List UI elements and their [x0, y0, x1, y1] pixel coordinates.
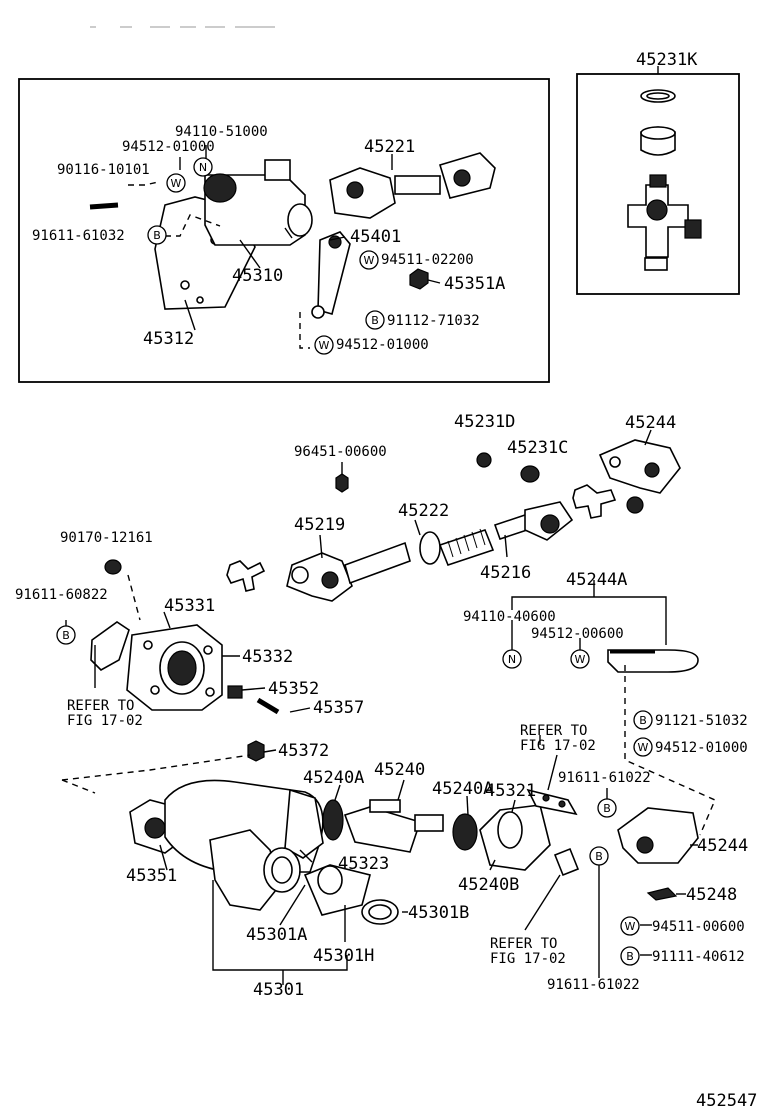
- marker-w-94512-01000-right: W: [633, 737, 653, 757]
- marker-b-91111-40612: B: [620, 946, 640, 966]
- label-91611-61022-b: 91611-61022: [547, 977, 640, 993]
- marker-b-91611-61022-b: B: [589, 846, 609, 866]
- label-45352: 45352: [268, 679, 319, 699]
- label-45240: 45240: [374, 760, 425, 780]
- label-45301: 45301: [253, 980, 304, 1000]
- label-90116-10101: 90116-10101: [57, 162, 150, 178]
- label-45372: 45372: [278, 741, 329, 761]
- label-90170-12161: 90170-12161: [60, 530, 153, 546]
- label-45312: 45312: [143, 329, 194, 349]
- marker-w-94511-00600: W: [620, 916, 640, 936]
- label-94511-02200: 94511-02200: [381, 252, 474, 268]
- svg-text:B: B: [603, 802, 611, 815]
- label-45301B: 45301B: [408, 903, 469, 923]
- label-45240A-right: 45240A: [432, 779, 493, 799]
- marker-b-91611-60822: B: [56, 625, 76, 645]
- label-45332: 45332: [242, 647, 293, 667]
- label-94512-01000-right: 94512-01000: [655, 740, 748, 756]
- label-45310: 45310: [232, 266, 283, 286]
- label-45301H: 45301H: [313, 946, 374, 966]
- label-45240B: 45240B: [458, 875, 519, 895]
- label-91611-61022-a: 91611-61022: [558, 770, 651, 786]
- label-94511-00600: 94511-00600: [652, 919, 745, 935]
- label-45244-top: 45244: [625, 413, 676, 433]
- label-94512-01000-mid: 94512-01000: [336, 337, 429, 353]
- label-45216: 45216: [480, 563, 531, 583]
- svg-text:W: W: [319, 339, 330, 352]
- label-45244A: 45244A: [566, 570, 627, 590]
- label-45219: 45219: [294, 515, 345, 535]
- svg-text:B: B: [62, 629, 70, 642]
- marker-w-94512-01000-top: W: [166, 173, 186, 193]
- svg-text:N: N: [199, 161, 207, 174]
- part-45244A-clamp: [607, 649, 699, 673]
- label-ref1-line1: REFER TO: [67, 698, 134, 714]
- marker-b-91121-51032: B: [633, 710, 653, 730]
- steering-gear-lower-group: [129, 779, 699, 925]
- label-ref2-line2: FIG 17-02: [520, 738, 596, 754]
- label-45231K: 45231K: [636, 50, 698, 70]
- label-45351: 45351: [126, 866, 177, 886]
- marker-b-91112-71032: B: [365, 310, 385, 330]
- label-45321: 45321: [485, 781, 536, 801]
- svg-text:B: B: [371, 314, 379, 327]
- svg-text:B: B: [639, 714, 647, 727]
- label-45231D: 45231D: [454, 412, 515, 432]
- label-94512-00600: 94512-00600: [531, 626, 624, 642]
- label-91111-40612: 91111-40612: [652, 949, 745, 965]
- svg-text:W: W: [364, 254, 375, 267]
- intermediate-shaft-group: [226, 439, 681, 602]
- label-45301A: 45301A: [246, 925, 307, 945]
- label-45244-right: 45244: [697, 836, 748, 856]
- label-96451-00600: 96451-00600: [294, 444, 387, 460]
- part-45231K-group: [627, 89, 702, 271]
- marker-n-94110-51000: N: [193, 157, 213, 177]
- label-45222: 45222: [398, 501, 449, 521]
- svg-text:W: W: [625, 920, 636, 933]
- label-45331: 45331: [164, 596, 215, 616]
- marker-w-94511-02200: W: [359, 250, 379, 270]
- gear-housing-group: [89, 152, 496, 319]
- bracket-45331-group: [90, 559, 280, 762]
- label-45357: 45357: [313, 698, 364, 718]
- label-45240A-left: 45240A: [303, 768, 364, 788]
- svg-text:W: W: [638, 741, 649, 754]
- label-91611-61032: 91611-61032: [32, 228, 125, 244]
- svg-text:B: B: [626, 950, 634, 963]
- label-91112-71032: 91112-71032: [387, 313, 480, 329]
- label-45351A: 45351A: [444, 274, 505, 294]
- marker-b-91611-61022-a: B: [597, 798, 617, 818]
- label-45248: 45248: [686, 885, 737, 905]
- label-94512-01000-top: 94512-01000: [122, 139, 215, 155]
- label-91611-60822: 91611-60822: [15, 587, 108, 603]
- label-45231C: 45231C: [507, 438, 568, 458]
- svg-text:B: B: [595, 850, 603, 863]
- label-ref3-line1: REFER TO: [490, 936, 557, 952]
- svg-text:W: W: [171, 177, 182, 190]
- marker-b-91611-61032: B: [147, 225, 167, 245]
- marker-w-94512-00600: W: [570, 649, 590, 669]
- inset-box-left: [18, 78, 550, 383]
- svg-text:W: W: [575, 653, 586, 666]
- label-91121-51032: 91121-51032: [655, 713, 748, 729]
- label-45221: 45221: [364, 137, 415, 157]
- marker-w-94512-01000-mid: W: [314, 335, 334, 355]
- label-ref2-line1: REFER TO: [520, 723, 587, 739]
- label-94110-40600: 94110-40600: [463, 609, 556, 625]
- label-94110-51000: 94110-51000: [175, 124, 268, 140]
- label-45401: 45401: [350, 227, 401, 247]
- marker-n-94110-40600: N: [502, 649, 522, 669]
- label-ref1-line2: FIG 17-02: [67, 713, 143, 729]
- figure-id: 452547: [696, 1091, 757, 1111]
- svg-text:B: B: [153, 229, 161, 242]
- label-ref3-line2: FIG 17-02: [490, 951, 566, 967]
- label-45323: 45323: [338, 854, 389, 874]
- svg-text:N: N: [508, 653, 516, 666]
